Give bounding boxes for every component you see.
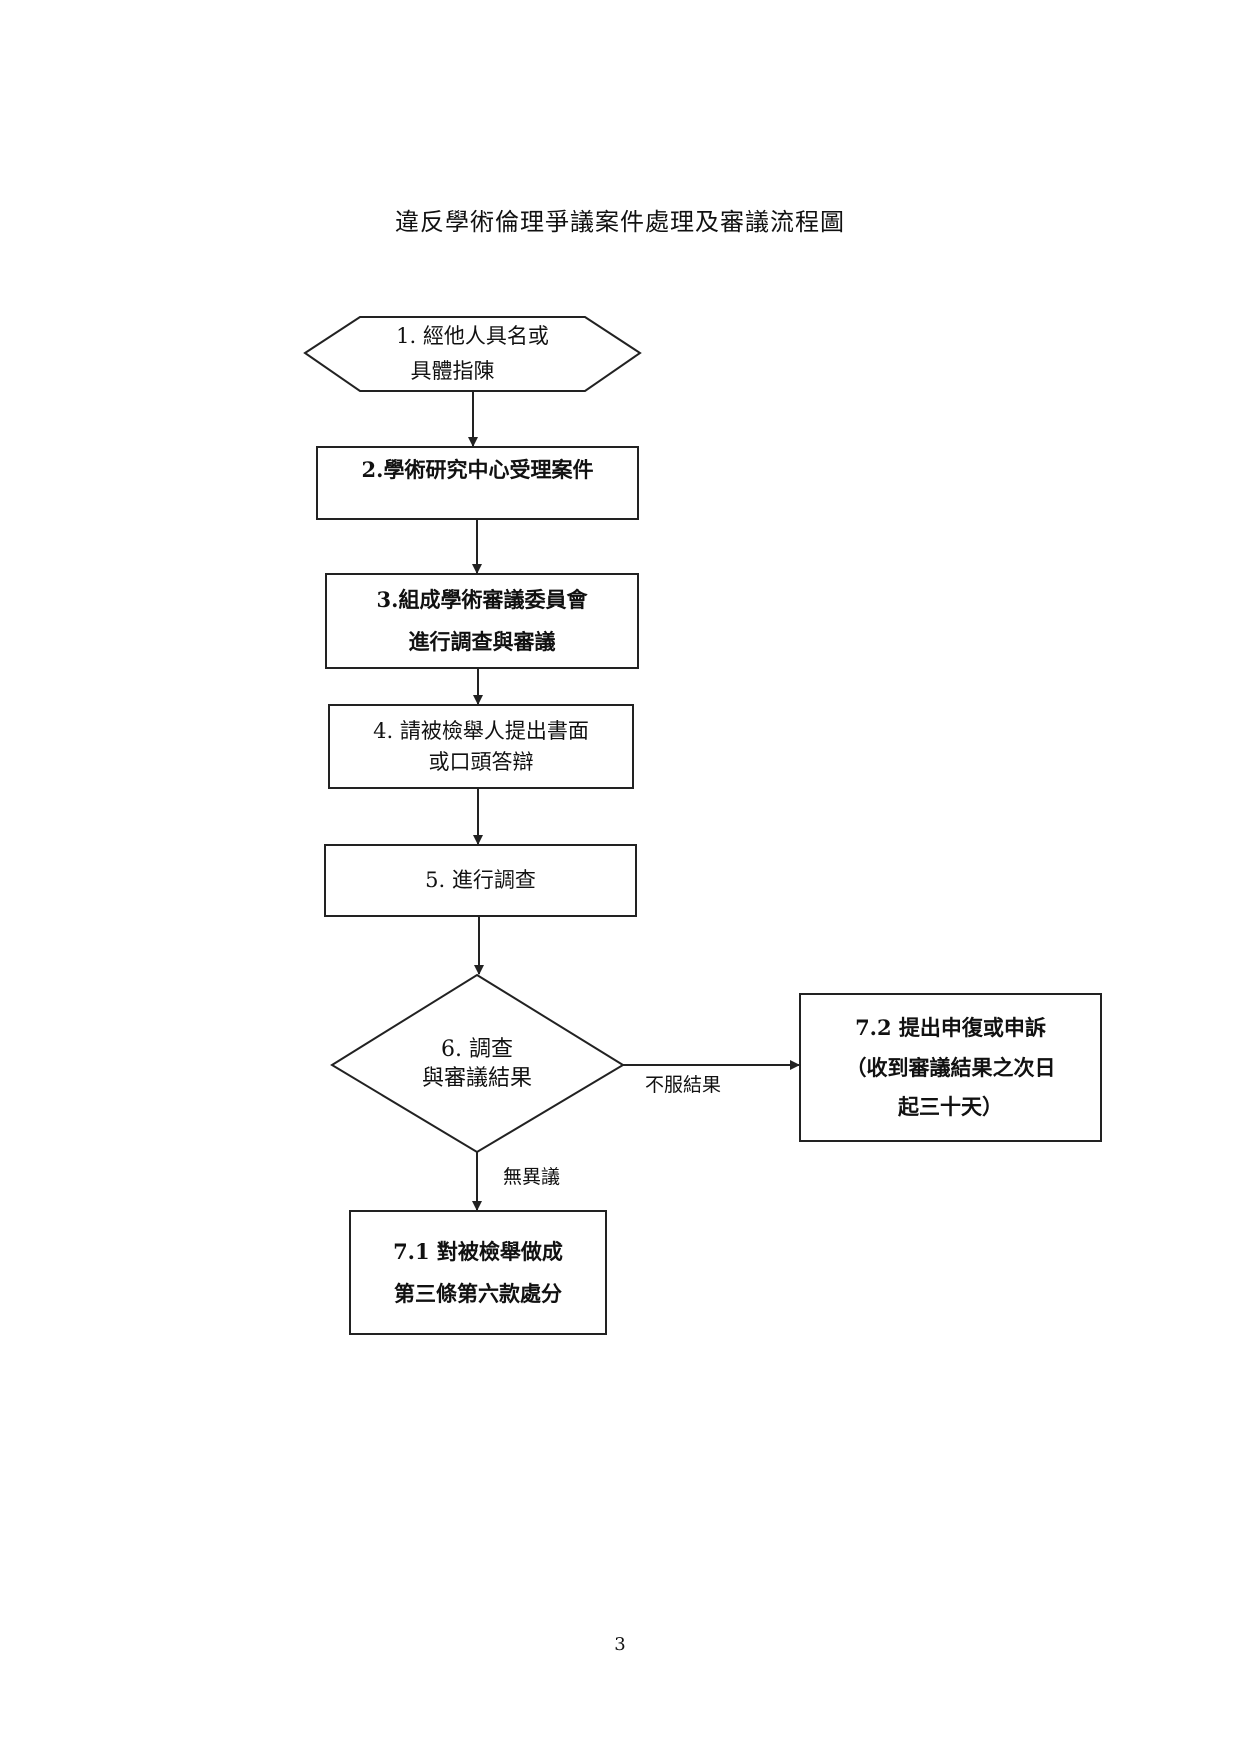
step72-label-line3: 起三十天） (898, 1094, 1003, 1120)
step3-box-shape (325, 573, 639, 669)
step5-label: 5. 進行調查 (425, 868, 536, 893)
step71-label-line2: 第三條第六款處分 (394, 1280, 562, 1306)
step4-label: 4. 請被檢舉人提出書面 或口頭答辯 (329, 705, 633, 788)
step1-label-line2: 具體指陳 (410, 359, 495, 383)
step72-label-line2: （收到審議結果之次日 (845, 1054, 1056, 1080)
step4-label-line2: 或口頭答辯 (428, 749, 534, 774)
page-number: 3 (614, 1634, 626, 1655)
step71-box-shape (349, 1210, 607, 1335)
step2-label: 2.學術研究中心受理案件 (361, 456, 594, 482)
step6-label: 6. 調查 與審議結果 (372, 1010, 582, 1120)
step3-label: 3.組成學術審議委員會 進行調查與審議 (326, 574, 638, 668)
step5-box-shape (324, 844, 637, 917)
step4-label-line1: 4. 請被檢舉人提出書面 (373, 719, 589, 744)
step6-label-line1: 6. 調查 (441, 1037, 513, 1063)
step72-box-shape (799, 993, 1102, 1142)
edge-label-disagree: 不服結果 (645, 1074, 722, 1096)
step4-box-shape (328, 704, 634, 789)
step71-label-line1: 7.1 對被檢舉做成 (393, 1238, 563, 1264)
step3-label-line1: 3.組成學術審議委員會 (376, 587, 588, 612)
step72-label: 7.2 提出申復或申訴 （收到審議結果之次日 起三十天） (800, 994, 1101, 1141)
step3-label-line2: 進行調查與審議 (408, 629, 556, 654)
edge-label-no-objection: 無異議 (503, 1166, 561, 1188)
step71-label: 7.1 對被檢舉做成 第三條第六款處分 (350, 1211, 606, 1334)
step6-label-line2: 與審議結果 (421, 1066, 532, 1091)
step72-label-line1: 7.2 提出申復或申訴 (855, 1014, 1046, 1040)
step1-label-line1: 1. 經他人具名或 (396, 324, 549, 349)
step1-label: 1. 經他人具名或 具體指陳 (305, 317, 640, 391)
page-title: 違反學術倫理爭議案件處理及審議流程圖 (395, 208, 845, 236)
step1-hexagon-shape (303, 316, 642, 392)
